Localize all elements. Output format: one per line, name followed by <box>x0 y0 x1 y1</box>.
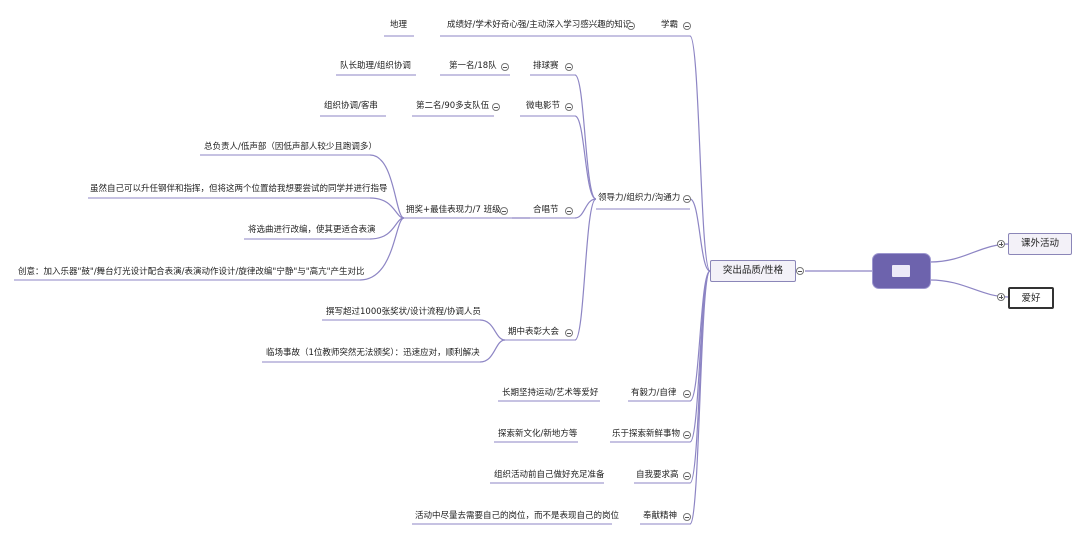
branch-extracurricular[interactable]: 课外活动 <box>1008 233 1072 255</box>
chorus-result: 拥奖+最佳表现力/7 班级 <box>406 205 501 215</box>
football-role: 队长助理/组织协调 <box>340 61 411 71</box>
collapse-football-result-icon[interactable] <box>501 63 509 71</box>
football-label[interactable]: 排球赛 <box>533 61 559 71</box>
expand-extracurricular-icon[interactable] <box>997 240 1005 248</box>
collapse-scholar-detail-icon[interactable] <box>627 22 635 30</box>
self-demanding-label[interactable]: 自我要求高 <box>636 470 679 480</box>
show-item: 撰写超过1000张奖状/设计流程/协调人员 <box>326 307 481 317</box>
perseverance-label[interactable]: 有毅力/自律 <box>631 388 677 398</box>
root-node[interactable] <box>873 254 930 288</box>
collapse-show-icon[interactable] <box>565 329 573 337</box>
self-demanding-detail: 组织活动前自己做好充足准备 <box>494 470 605 480</box>
collapse-chorus-result-icon[interactable] <box>500 207 508 215</box>
collapse-film-result-icon[interactable] <box>492 103 500 111</box>
image-placeholder-icon <box>892 265 910 277</box>
collapse-dedication-icon[interactable] <box>683 513 691 521</box>
collapse-scholar-icon[interactable] <box>683 22 691 30</box>
perseverance-detail: 长期坚持运动/艺术等爱好 <box>502 388 599 398</box>
scholar-detail: 成绩好/学术好奇心强/主动深入学习感兴趣的知识 <box>447 20 632 30</box>
show-item: 临场事故（1位教师突然无法颁奖）：迅速应对，顺利解决 <box>266 348 480 358</box>
film-result: 第二名/90多支队伍 <box>416 101 490 111</box>
branch-hobbies[interactable]: 爱好 <box>1008 287 1054 309</box>
collapse-self-demanding-icon[interactable] <box>683 472 691 480</box>
chorus-item: 创意：加入乐器"鼓"/舞台灯光设计配合表演/表演动作设计/旋律改编"宁静"与"高… <box>18 267 365 277</box>
curious-detail: 探索新文化/新地方等 <box>498 429 578 439</box>
chorus-label[interactable]: 合唱节 <box>533 205 559 215</box>
curious-label[interactable]: 乐于探索新鲜事物 <box>612 429 681 439</box>
dedication-label[interactable]: 奉献精神 <box>643 511 678 521</box>
scholar-label[interactable]: 学霸 <box>661 20 679 30</box>
leadership-label[interactable]: 领导力/组织力/沟通力 <box>598 193 681 203</box>
collapse-curious-icon[interactable] <box>683 431 691 439</box>
scholar-extra: 地理 <box>390 20 408 30</box>
football-result: 第一名/18队 <box>449 61 497 71</box>
collapse-qualities-icon[interactable] <box>796 267 804 275</box>
collapse-chorus-icon[interactable] <box>565 207 573 215</box>
film-role: 组织协调/客串 <box>324 101 378 111</box>
chorus-item: 将选曲进行改编，使其更适合表演 <box>248 225 376 235</box>
collapse-film-icon[interactable] <box>565 103 573 111</box>
collapse-perseverance-icon[interactable] <box>683 390 691 398</box>
film-label[interactable]: 微电影节 <box>526 101 561 111</box>
collapse-football-icon[interactable] <box>565 63 573 71</box>
show-label[interactable]: 期中表彰大会 <box>508 327 560 337</box>
chorus-item: 总负责人/低声部（因低声部人较少且跑调多） <box>204 142 377 152</box>
dedication-detail: 活动中尽量去需要自己的岗位，而不是表现自己的岗位 <box>415 511 620 521</box>
chorus-item: 虽然自己可以升任钢伴和指挥，但将这两个位置给我想要尝试的同学并进行指导 <box>90 184 388 194</box>
branch-qualities[interactable]: 突出品质/性格 <box>710 260 796 282</box>
collapse-leadership-icon[interactable] <box>683 195 691 203</box>
expand-hobbies-icon[interactable] <box>997 293 1005 301</box>
